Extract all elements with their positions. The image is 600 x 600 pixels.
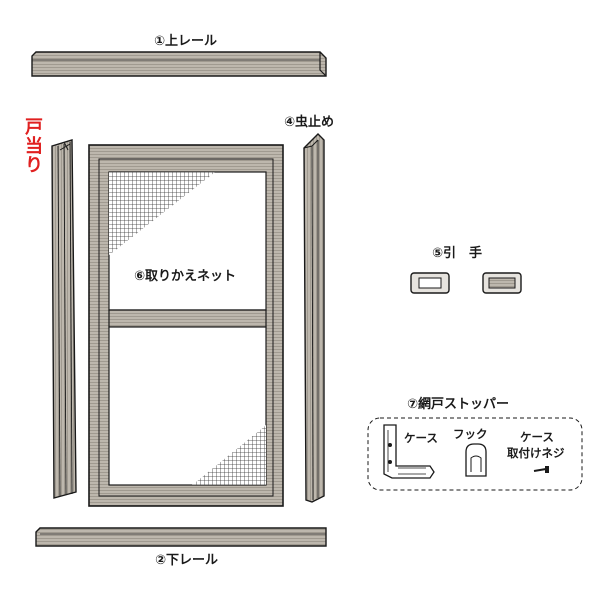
top-rail [31, 51, 327, 77]
stopper-parts-box [367, 417, 583, 491]
pull-handle-right [482, 272, 522, 294]
hook-label: フック [453, 427, 488, 441]
door-stop-strip [51, 139, 77, 499]
bottom-rail-label: ②下レール [155, 553, 219, 568]
top-rail-label: ①上レール [154, 34, 218, 49]
insect-guard-strip [303, 133, 325, 503]
pull-handle-label: ⑤引 手 [432, 246, 483, 261]
hook-part [465, 443, 487, 477]
replacement-net-label: ⑥取りかえネット [134, 269, 237, 284]
case-screw [533, 466, 549, 473]
case-screw-label-line2: 取付けネジ [507, 446, 565, 460]
case-label: ケース [404, 431, 438, 445]
door-stop-label: 戸当り [25, 117, 43, 176]
case-bracket [383, 424, 435, 479]
stopper-label: ⑦網戸ストッパー [407, 397, 510, 412]
bottom-rail [35, 527, 327, 547]
pull-handle-left [410, 272, 450, 294]
screen-door-frame [88, 144, 284, 507]
case-screw-label-line1: ケース [520, 430, 554, 444]
insect-guard-label: ④虫止め [284, 115, 335, 130]
